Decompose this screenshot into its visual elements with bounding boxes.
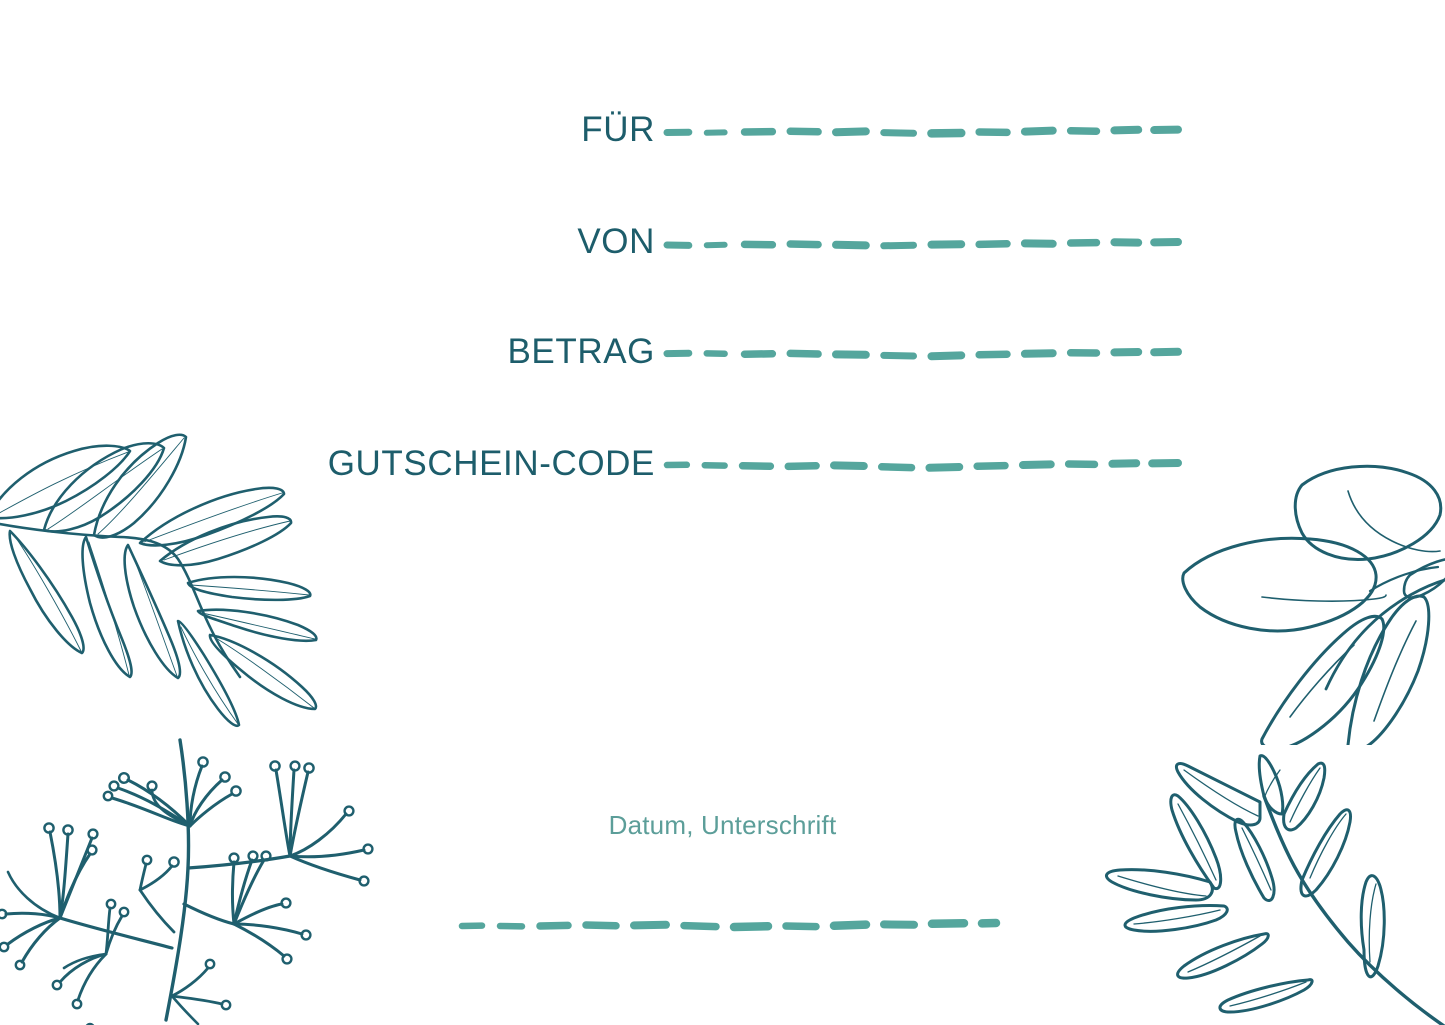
signature-section: Datum, Unterschrift xyxy=(0,810,1445,932)
decoration-gypsophila-sprig-bottom-left xyxy=(0,728,389,1025)
babys-breath-icon xyxy=(0,738,374,1025)
label-fuer: FÜR xyxy=(581,110,655,149)
signature-line[interactable] xyxy=(458,912,1001,938)
label-gutschein-code: GUTSCHEIN-CODE xyxy=(327,444,655,483)
decoration-olive-branch-bottom-right xyxy=(1068,752,1445,1025)
olive-branch-icon xyxy=(1105,754,1445,1025)
form-row-voucher-code: GUTSCHEIN-CODE xyxy=(0,444,1182,483)
signature-caption: Datum, Unterschrift xyxy=(608,810,837,840)
form-row-amount: BETRAG xyxy=(0,332,1182,371)
decoration-leaf-cluster-top-right xyxy=(1178,455,1445,745)
label-betrag: BETRAG xyxy=(507,332,655,371)
form-row-recipient: FÜR xyxy=(0,110,1182,149)
write-in-line-fuer[interactable] xyxy=(663,117,1182,143)
label-von: VON xyxy=(577,222,655,261)
write-in-line-gutschein-code[interactable] xyxy=(663,451,1182,477)
write-in-line-von[interactable] xyxy=(663,229,1182,255)
leaf-cluster-icon xyxy=(1181,464,1445,745)
form-row-sender: VON xyxy=(0,222,1182,261)
write-in-line-betrag[interactable] xyxy=(663,339,1182,365)
